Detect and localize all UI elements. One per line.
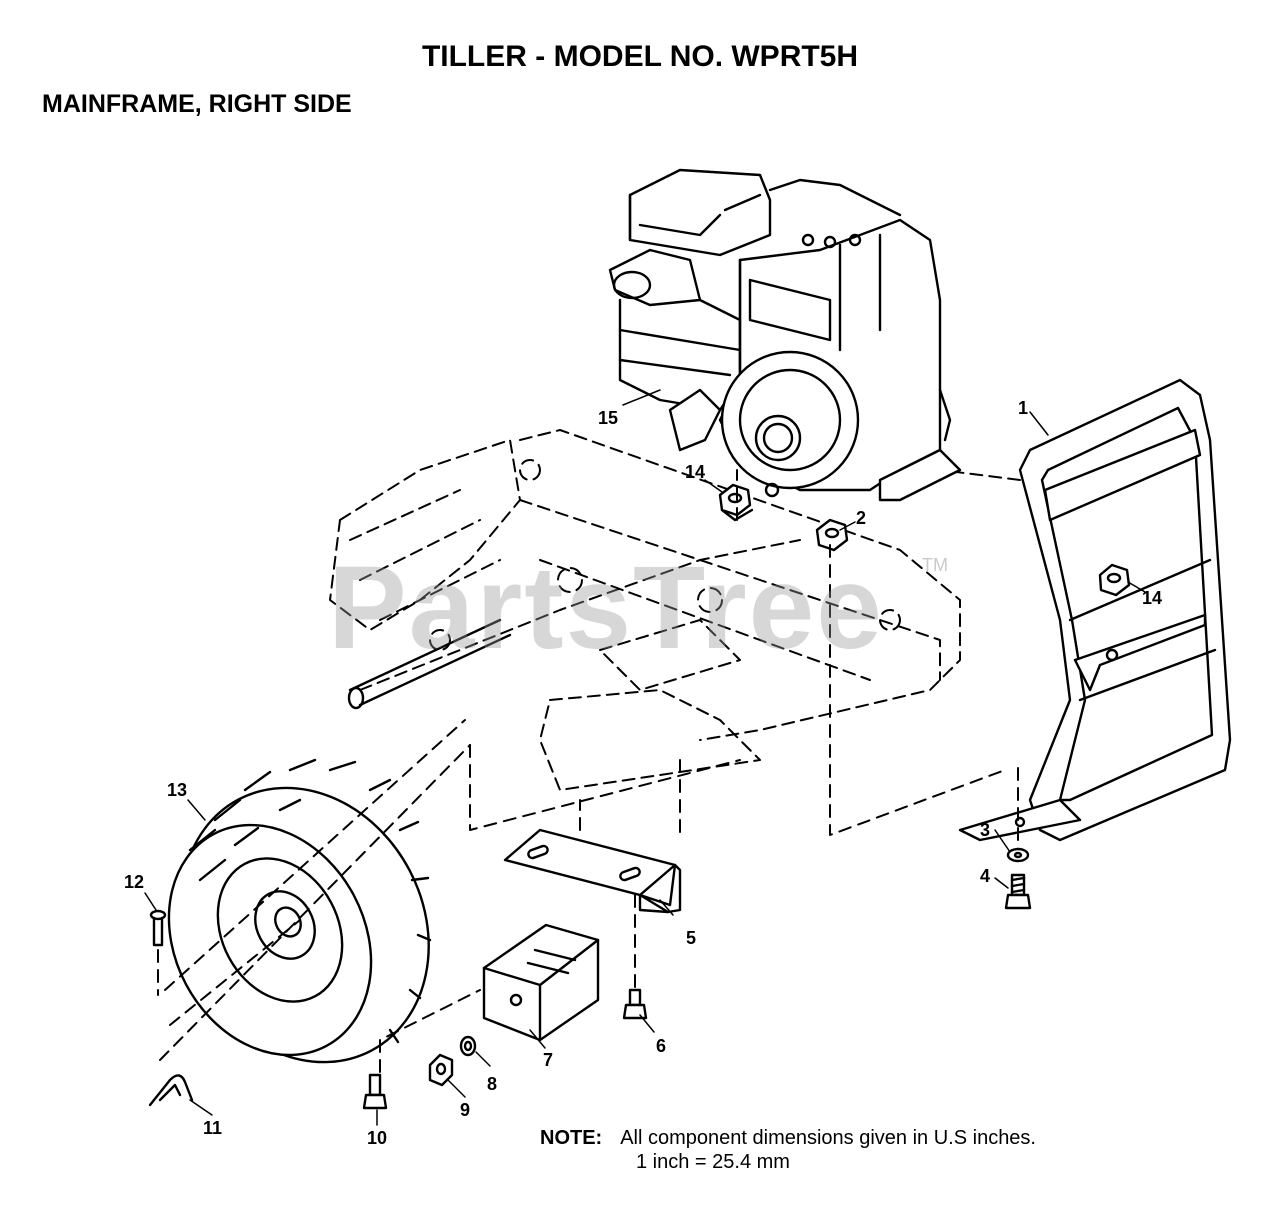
- wheel-tire-13: [167, 758, 432, 1064]
- bolt-6: [622, 988, 648, 1020]
- hairpin-clip-11: [148, 1074, 194, 1107]
- note-label: NOTE:: [540, 1127, 603, 1149]
- leader-lines: [144, 389, 1146, 1126]
- diagram-subtitle: MAINFRAME, RIGHT SIDE: [42, 90, 352, 118]
- tine-frame: [329, 429, 1061, 791]
- callout-3: 3: [980, 820, 991, 840]
- callout-8: 8: [487, 1074, 498, 1094]
- bumper-bracket: [958, 378, 1232, 842]
- note-line-1: All component dimensions given in U.S in…: [620, 1127, 1036, 1149]
- flange-nut-2: [815, 518, 849, 552]
- callout-7: 7: [543, 1050, 554, 1070]
- callout-14-engine: 14: [685, 462, 706, 482]
- clevis-pin-12: [149, 909, 167, 947]
- bracket-5: [503, 828, 682, 914]
- callout-13: 13: [167, 780, 188, 800]
- callout-10: 10: [367, 1128, 388, 1148]
- callout-11: 11: [203, 1118, 223, 1138]
- callout-15: 15: [598, 408, 619, 428]
- wheel-weight-7: [482, 923, 600, 1042]
- callout-5: 5: [686, 928, 697, 948]
- callout-9: 9: [460, 1100, 471, 1120]
- note-line-2: 1 inch = 25.4 mm: [636, 1151, 790, 1173]
- washer-3: [1006, 847, 1030, 863]
- nut-9: [428, 1053, 454, 1087]
- diagram-title: TILLER - MODEL NO. WPRT5H: [421, 40, 859, 73]
- bolt-10: [362, 1073, 388, 1110]
- lock-washer-8: [459, 1035, 477, 1057]
- callout-4: 4: [980, 866, 991, 886]
- callout-6: 6: [656, 1036, 667, 1056]
- watermark: PartsTree: [328, 542, 884, 674]
- callout-12: 12: [124, 872, 145, 892]
- callout-1: 1: [1018, 398, 1029, 418]
- callout-14-bracket: 14: [1142, 588, 1163, 608]
- trademark-mark: TM: [922, 555, 948, 575]
- engine: [608, 168, 962, 502]
- flange-nut-bracket: [1098, 563, 1131, 597]
- callout-2: 2: [856, 508, 867, 528]
- dimension-note: NOTE: All component dimensions given in U…: [540, 1126, 1036, 1174]
- axle-shaft: [347, 618, 512, 710]
- flange-nut-engine: [718, 483, 754, 522]
- bolt-4: [1004, 873, 1032, 910]
- assembly-lines: [157, 469, 1019, 1073]
